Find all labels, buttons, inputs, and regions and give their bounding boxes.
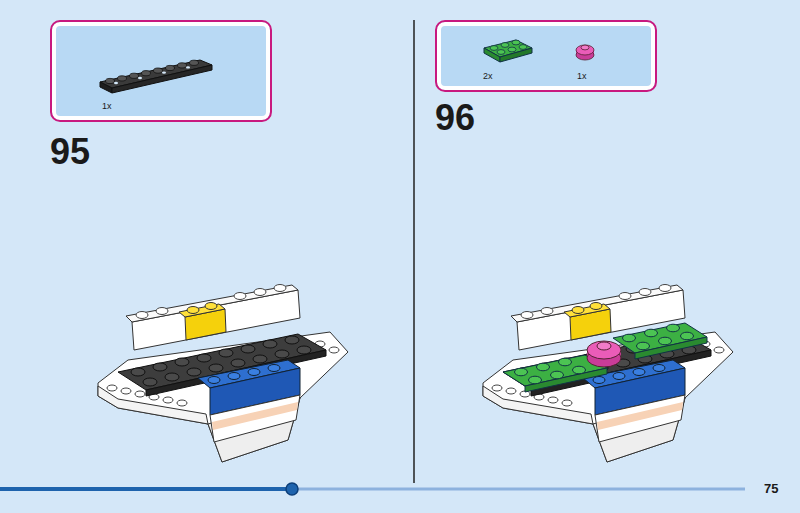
part-count: 2x [483, 71, 493, 81]
page-number: 75 [764, 481, 778, 496]
part-count: 1x [102, 101, 112, 111]
parts-callout: 2x 1x [435, 20, 657, 92]
parts-callout: 1x [50, 20, 272, 122]
part-count: 1x [577, 71, 587, 81]
step-number: 95 [50, 131, 90, 173]
step-number: 96 [435, 97, 475, 139]
